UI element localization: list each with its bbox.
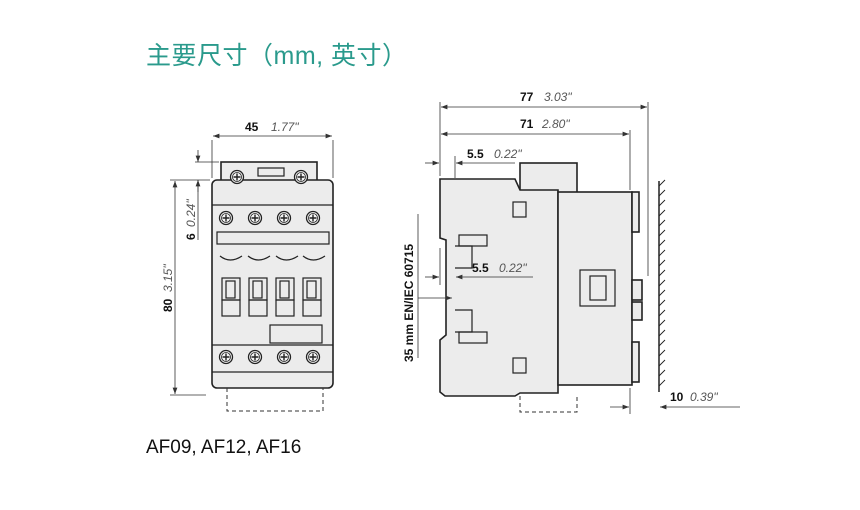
- front-width-in: 1.77": [271, 120, 299, 134]
- depth-body-mm: 71: [520, 117, 534, 131]
- front-height-in: 3.15": [161, 264, 175, 292]
- depth-total-mm: 77: [520, 90, 534, 104]
- rail-offset-in: 0.22": [499, 261, 527, 275]
- wall-clearance-in: 0.39": [690, 390, 718, 404]
- front-offset-in: 0.24": [184, 199, 198, 227]
- front-height-mm: 80: [161, 298, 175, 312]
- top-offset-in: 0.22": [494, 147, 522, 161]
- front-offset-mm: 6: [184, 233, 198, 240]
- model-caption: AF09, AF12, AF16: [146, 437, 302, 458]
- depth-body-in: 2.80": [541, 117, 570, 131]
- depth-total-in: 3.03": [544, 90, 572, 104]
- din-rail-label: 35 mm EN/IEC 60715: [402, 244, 416, 362]
- side-view: 77 3.03" 71 2.80" 5.5 0.22" 5.5 0.22" 35…: [402, 90, 740, 414]
- top-offset-mm: 5.5: [467, 147, 484, 161]
- front-view: 45 1.77" 80 3.15" 6 0.24": [161, 120, 334, 412]
- front-width-mm: 45: [245, 120, 259, 134]
- page-title: 主要尺寸（mm, 英寸）: [146, 42, 408, 70]
- wall-clearance-mm: 10: [670, 390, 684, 404]
- rail-offset-mm: 5.5: [472, 261, 489, 275]
